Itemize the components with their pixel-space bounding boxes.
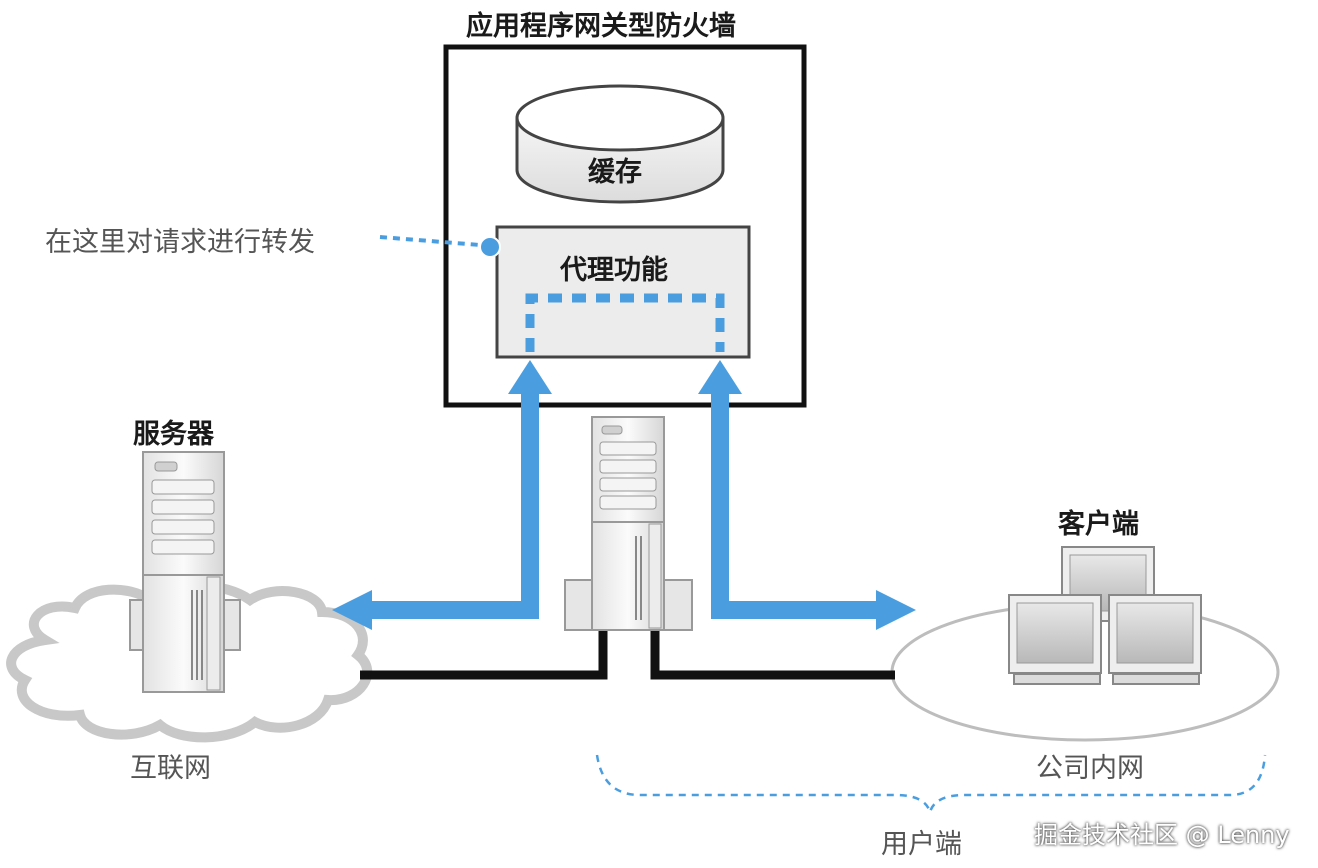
proxy-label: 代理功能 <box>560 255 668 286</box>
proxy-forward-path <box>525 293 725 352</box>
watermark: 掘金技术社区 @ Lenny <box>1034 821 1290 849</box>
cache-label: 缓存 <box>588 157 642 188</box>
connection-line-intranet <box>650 628 895 680</box>
annotation-leader <box>379 235 481 247</box>
firewall-device-icon <box>564 416 693 631</box>
arrow-to-internet <box>332 360 552 630</box>
server-icon <box>129 451 241 693</box>
annotation-dot <box>479 236 501 258</box>
proxy-box <box>495 225 751 359</box>
internet-label: 互联网 <box>130 753 211 784</box>
arrow-to-intranet <box>698 360 916 630</box>
intranet-label: 公司内网 <box>1036 753 1144 784</box>
user-side-bracket <box>595 754 1267 817</box>
client-label: 客户端 <box>1058 509 1139 540</box>
user-side-label: 用户端 <box>881 829 962 860</box>
client-monitors-icon <box>1008 546 1202 685</box>
firewall-title: 应用程序网关型防火墙 <box>466 11 736 42</box>
connection-line-internet <box>360 628 608 680</box>
annotation-text: 在这里对请求进行转发 <box>45 227 315 258</box>
cache-cylinder <box>515 84 725 204</box>
server-label: 服务器 <box>133 419 214 450</box>
